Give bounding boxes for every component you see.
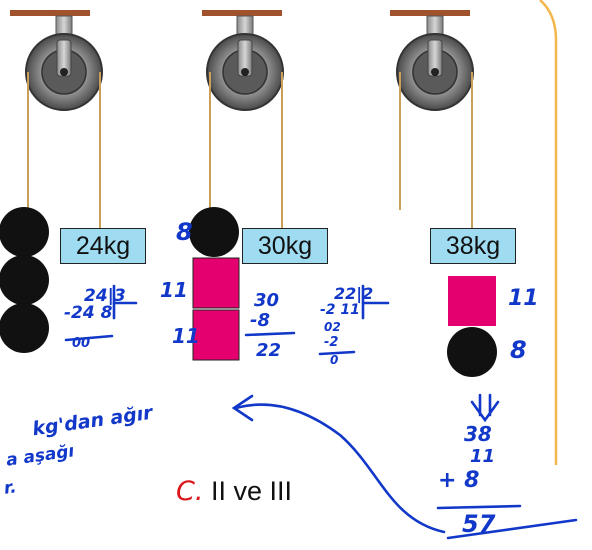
p2-div-mid: -2 11 (320, 302, 360, 318)
arrow-icon (234, 403, 446, 534)
p1-div-bot: 00 (72, 336, 91, 351)
ball-weight-icon (0, 207, 49, 257)
pulley-2 (189, 10, 284, 361)
p2-calc-top: 30 (254, 290, 280, 311)
ceiling-bar (10, 10, 90, 16)
p3-ball-value: 8 (510, 336, 527, 364)
pulley-3 (390, 10, 497, 377)
weight-box-30kg: 30kg (242, 228, 328, 264)
p2-calc-bot: 22 (256, 340, 282, 361)
weight-box-24kg: 24kg (60, 228, 146, 264)
p2-ball-value: 8 (176, 218, 193, 246)
pulley-1 (0, 10, 103, 353)
p2-div-4: 0 (330, 353, 339, 367)
ball-weight-icon (447, 327, 497, 377)
handwriting-strokes (64, 284, 578, 540)
pulley-icon (396, 33, 474, 111)
p3-sum-top: 38 (464, 422, 492, 446)
answer-letter: C. (176, 476, 204, 507)
note-line-3: r. (2, 477, 18, 499)
border-line (539, 0, 558, 465)
p2-div-2: 02 (324, 320, 341, 334)
p2-calc-mid: -8 (250, 310, 270, 331)
ceiling-bar (202, 10, 282, 16)
answer-text: II ve III (210, 476, 292, 506)
p2-div-top: 22|2 (334, 284, 374, 303)
p2-div-3: -2 (324, 335, 339, 350)
weight-box-38kg: 38kg (430, 228, 516, 264)
block-weight-icon (192, 257, 240, 309)
ball-weight-icon (0, 303, 49, 353)
p3-sum-add: + 8 (438, 468, 480, 493)
p1-div-mid: -24 8 (64, 303, 113, 323)
block-weight-icon (448, 276, 496, 326)
ball-weight-icon (189, 207, 239, 257)
p2-block1-value: 11 (160, 278, 188, 302)
p1-div-top: 24|3 (84, 286, 126, 306)
pulley-icon (206, 33, 284, 111)
p3-sum-mid: 11 (470, 446, 496, 467)
answer: C. II ve III (176, 476, 292, 507)
block-weight-icon (192, 309, 240, 361)
pulley-icon (25, 33, 103, 111)
ceiling-bar (390, 10, 470, 16)
p3-sum-total: 57 (462, 510, 496, 538)
p3-block-value: 11 (508, 286, 539, 311)
p2-block2-value: 11 (172, 324, 200, 348)
ball-weight-icon (0, 255, 49, 305)
